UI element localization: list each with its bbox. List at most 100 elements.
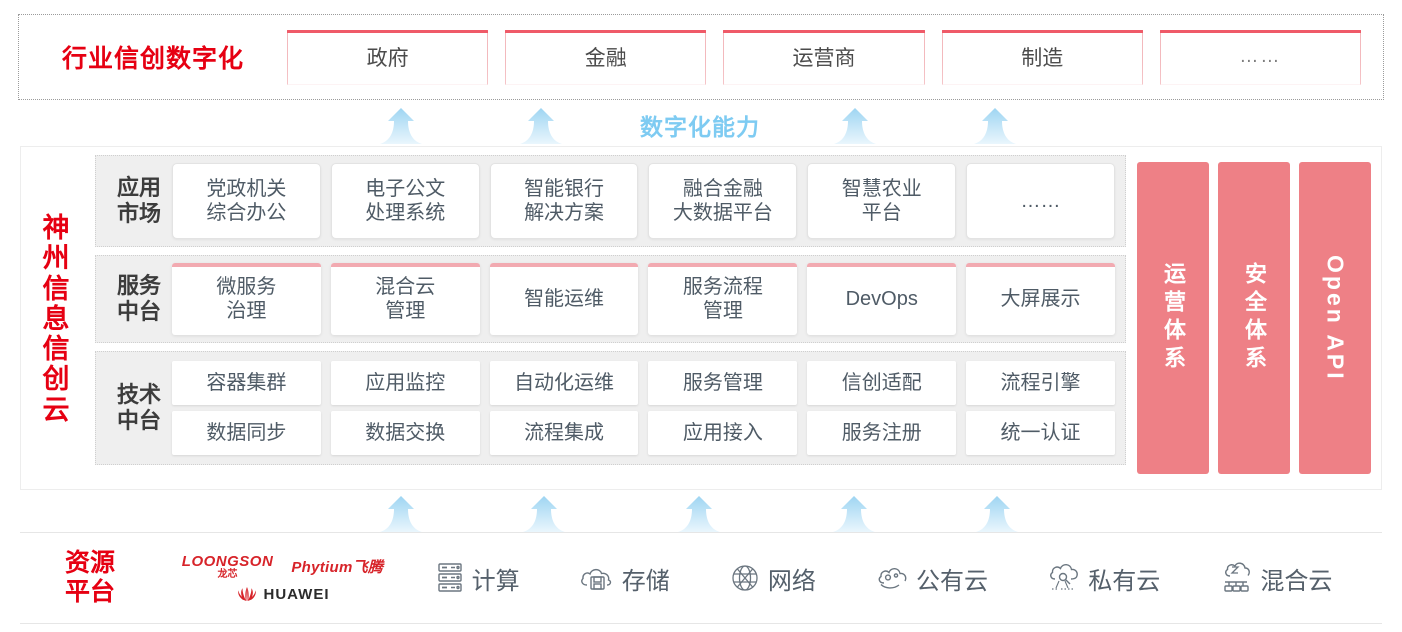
phytium-logo: Phytium飞腾 (291, 559, 384, 576)
pillar-label: 运营体系 (1161, 262, 1186, 374)
cloud-title-char: 息 (42, 303, 70, 334)
svc-card-hybrid-cloud-management[interactable]: 混合云管理 (330, 263, 480, 335)
up-arrow-icon (378, 106, 424, 146)
resource-item-hybrid-cloud[interactable]: 混合云 (1219, 561, 1332, 596)
private-cloud-icon (1047, 562, 1081, 594)
cloud-panel: 神 州 信 息 信 创 云 应用 市场 党政机关综合办公 电子公文处理系统 (20, 146, 1382, 490)
industry-card-finance[interactable]: 金融 (505, 28, 707, 85)
cloud-band-list: 应用 市场 党政机关综合办公 电子公文处理系统 智能银行解决方案 融合金融大数据… (95, 155, 1126, 481)
huawei-flower-icon (236, 586, 258, 602)
resource-item-label: 混合云 (1260, 567, 1333, 595)
industry-card-government[interactable]: 政府 (287, 28, 489, 85)
svc-card-devops[interactable]: DevOps (807, 263, 957, 335)
vendor-logo-row: LOONGSON 龙芯 Phytium飞腾 (182, 554, 383, 580)
tech-card-app-monitoring[interactable]: 应用监控 (330, 361, 480, 405)
pillar-open-api[interactable]: Open API (1299, 162, 1371, 474)
industry-card-label: 运营商 (792, 46, 856, 70)
app-card-government-office[interactable]: 党政机关综合办公 (172, 163, 321, 239)
loongson-logo-subtext: 龙芯 (217, 568, 238, 580)
resource-arrow-strip (0, 488, 1402, 534)
app-card-smart-agriculture[interactable]: 智慧农业平台 (807, 163, 957, 239)
industry-band: 行业信创数字化 政府 金融 运营商 制造 …… (18, 14, 1384, 100)
industry-card-manufacturing[interactable]: 制造 (941, 28, 1144, 85)
up-arrow-icon (676, 494, 722, 534)
svc-card-intelligent-ops[interactable]: 智能运维 (489, 263, 639, 335)
industry-card-label: …… (1239, 45, 1282, 67)
up-arrow-icon (974, 494, 1020, 534)
loongson-logo-text: LOONGSON (181, 552, 274, 570)
industry-card-label: 政府 (366, 46, 409, 70)
tech-card-row: 容器集群 应用监控 自动化运维 服务管理 信创适配 流程引擎 (172, 361, 1115, 405)
tech-card-process-engine[interactable]: 流程引擎 (966, 361, 1115, 405)
resource-item-label: 计算 (471, 567, 520, 595)
up-arrow-icon (378, 494, 424, 534)
resource-item-compute[interactable]: 计算 (435, 561, 520, 596)
app-card-more[interactable]: …… (966, 163, 1115, 239)
storage-cloud-icon (579, 563, 615, 593)
tech-card-unified-auth[interactable]: 统一认证 (966, 411, 1115, 455)
resource-platform-title: 资源 平台 (64, 549, 115, 606)
capability-label: 数字化能力 (640, 114, 760, 140)
pillar-label: Open API (1322, 254, 1349, 382)
band-service-platform: 服务 中台 微服务治理 混合云管理 智能运维 服务流程管理 DevOps 大屏展… (95, 255, 1126, 343)
up-arrow-icon (972, 106, 1018, 146)
resource-platform-panel: 资源 平台 LOONGSON 龙芯 Phytium飞腾 HUAWEI (20, 532, 1382, 624)
svc-card-microservice-governance[interactable]: 微服务治理 (172, 263, 321, 335)
tech-card-row: 数据同步 数据交换 流程集成 应用接入 服务注册 统一认证 (172, 411, 1115, 455)
resource-item-label: 私有云 (1088, 567, 1161, 595)
band-application-market: 应用 市场 党政机关综合办公 电子公文处理系统 智能银行解决方案 融合金融大数据… (95, 155, 1126, 247)
up-arrow-icon (831, 494, 877, 534)
app-card-finance-bigdata[interactable]: 融合金融大数据平台 (648, 163, 798, 239)
tech-card-automated-ops[interactable]: 自动化运维 (489, 361, 639, 405)
industry-card-label: 制造 (1021, 46, 1064, 70)
pillar-list: 运营体系 安全体系 Open API (1137, 155, 1371, 481)
tech-card-app-access[interactable]: 应用接入 (648, 411, 798, 455)
cloud-title-char: 神 (42, 213, 70, 244)
resource-item-list: 计算 存储 (405, 561, 1382, 596)
band-label: 技术 中台 (116, 382, 161, 433)
tech-card-process-integration[interactable]: 流程集成 (489, 411, 639, 455)
tech-card-data-exchange[interactable]: 数据交换 (330, 411, 480, 455)
tech-card-xinchuang-adaptation[interactable]: 信创适配 (807, 361, 957, 405)
resource-item-public-cloud[interactable]: 公有云 (875, 561, 988, 596)
tech-card-grid: 容器集群 应用监控 自动化运维 服务管理 信创适配 流程引擎 数据同步 数据交换… (172, 361, 1115, 455)
pillar-security-system[interactable]: 安全体系 (1218, 162, 1290, 474)
capability-arrow-strip: 数字化能力 (0, 100, 1402, 146)
band-card-list: 党政机关综合办公 电子公文处理系统 智能银行解决方案 融合金融大数据平台 智慧农… (172, 163, 1115, 239)
industry-card-telecom[interactable]: 运营商 (723, 28, 925, 85)
app-card-edoc-system[interactable]: 电子公文处理系统 (330, 163, 480, 239)
resource-item-storage[interactable]: 存储 (579, 561, 670, 596)
pillar-operations-system[interactable]: 运营体系 (1137, 162, 1209, 474)
resource-item-label: 存储 (621, 567, 670, 595)
up-arrow-icon (521, 494, 567, 534)
huawei-logo-text: HUAWEI (263, 585, 330, 603)
tech-card-service-management[interactable]: 服务管理 (648, 361, 798, 405)
app-card-smart-bank[interactable]: 智能银行解决方案 (489, 163, 639, 239)
hybrid-cloud-icon (1219, 562, 1253, 594)
svc-card-dashboard-display[interactable]: 大屏展示 (966, 263, 1115, 335)
resource-item-private-cloud[interactable]: 私有云 (1047, 561, 1160, 596)
tech-card-service-registry[interactable]: 服务注册 (807, 411, 957, 455)
server-icon (435, 561, 465, 595)
tech-card-container-cluster[interactable]: 容器集群 (172, 361, 321, 405)
resource-item-network[interactable]: 网络 (729, 561, 816, 596)
up-arrow-icon (832, 106, 878, 146)
public-cloud-icon (875, 563, 909, 593)
industry-card-label: 金融 (584, 46, 627, 70)
svc-card-service-process-management[interactable]: 服务流程管理 (648, 263, 798, 335)
up-arrow-icon (518, 106, 564, 146)
band-label: 服务 中台 (116, 273, 161, 324)
huawei-logo: HUAWEI (236, 586, 330, 603)
cloud-title-char: 信 (42, 273, 70, 304)
industry-card-more[interactable]: …… (1159, 28, 1362, 85)
pillar-label: 安全体系 (1242, 262, 1267, 374)
industry-card-list: 政府 金融 运营商 制造 …… (287, 28, 1383, 85)
resource-item-label: 公有云 (916, 567, 989, 595)
band-label: 应用 市场 (116, 175, 161, 226)
vendor-logo-group: LOONGSON 龙芯 Phytium飞腾 HUAWEI (160, 554, 405, 603)
tech-card-data-sync[interactable]: 数据同步 (172, 411, 321, 455)
cloud-title-char: 云 (42, 394, 70, 425)
resource-item-label: 网络 (767, 567, 816, 595)
cloud-panel-body: 应用 市场 党政机关综合办公 电子公文处理系统 智能银行解决方案 融合金融大数据… (91, 147, 1381, 489)
